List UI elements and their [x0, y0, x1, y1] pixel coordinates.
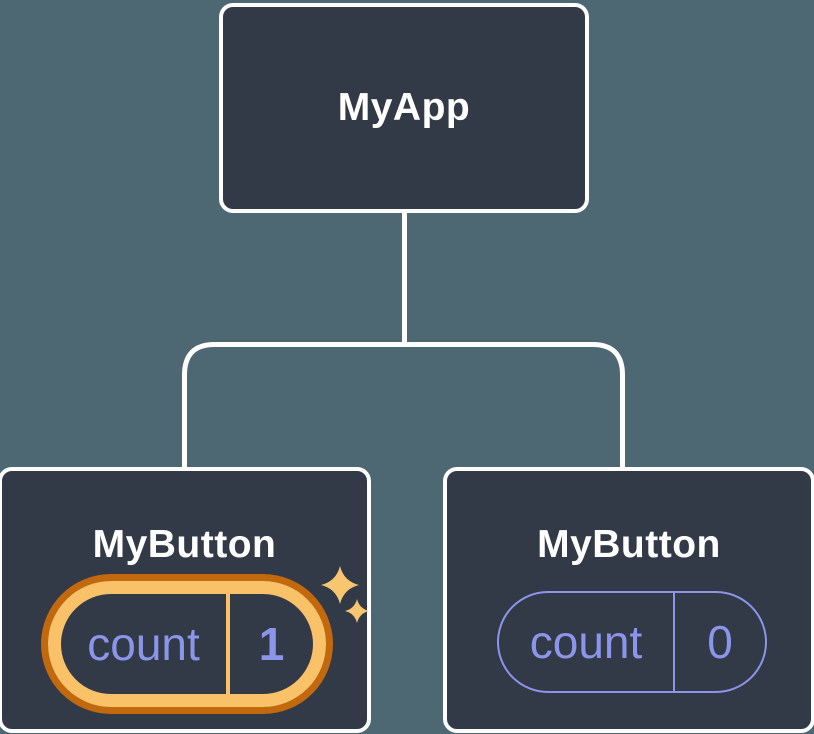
component-node-myapp: MyApp	[219, 3, 589, 213]
state-key-label: count	[87, 618, 200, 670]
state-value: 1	[258, 618, 285, 670]
state-pill-highlighted: count 1	[48, 581, 326, 707]
component-label: MyApp	[337, 86, 471, 129]
state-key-label: count	[529, 616, 643, 668]
component-label: MyButton	[92, 523, 277, 566]
pill-divider	[673, 593, 675, 691]
pill-divider	[226, 594, 230, 694]
component-label: MyButton	[537, 523, 721, 566]
component-node-mybutton-left: MyButton count 1	[0, 467, 371, 733]
sparkle-icon	[321, 566, 369, 623]
state-value: 0	[707, 616, 733, 668]
state-pill: count 0	[497, 591, 767, 693]
component-node-mybutton-right: MyButton count 0	[443, 467, 814, 733]
